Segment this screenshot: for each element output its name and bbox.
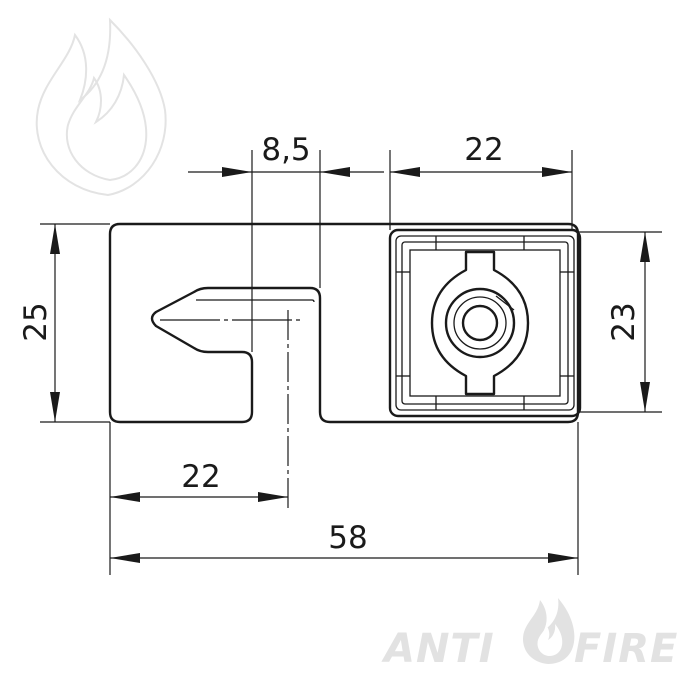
square-housing (388, 228, 582, 418)
dim-slot-depth: 22 (110, 459, 288, 502)
dim-label-square-width: 22 (464, 132, 503, 168)
brand-right-word: FIRE (574, 626, 678, 672)
extension-lines (40, 150, 662, 575)
slot-inner-line (196, 299, 315, 303)
bore-outer (444, 287, 516, 359)
brand-left-word: ANTI (381, 626, 495, 672)
brand-logo: ANTI FIRE (381, 598, 678, 672)
dim-total-height: 25 (18, 224, 60, 422)
dim-square-height: 23 (606, 232, 650, 412)
dim-label-total-height: 25 (18, 302, 54, 341)
dim-total-length: 58 (110, 520, 578, 563)
dim-label-slot-width: 8,5 (261, 132, 310, 168)
body-outline (108, 222, 580, 424)
dim-label-square-height: 23 (606, 302, 642, 341)
part-outline (108, 222, 580, 424)
bore-inner (461, 304, 499, 342)
dim-label-total-length: 58 (328, 520, 367, 556)
dim-square-width: 22 (390, 132, 572, 177)
brand-flame-icon (523, 598, 575, 664)
dim-label-slot-depth: 22 (181, 459, 220, 495)
dim-slot-width: 8,5 (188, 132, 384, 177)
bore-middle (453, 296, 507, 350)
boss-outline (430, 250, 530, 396)
flame-watermark-icon (35, 17, 167, 197)
